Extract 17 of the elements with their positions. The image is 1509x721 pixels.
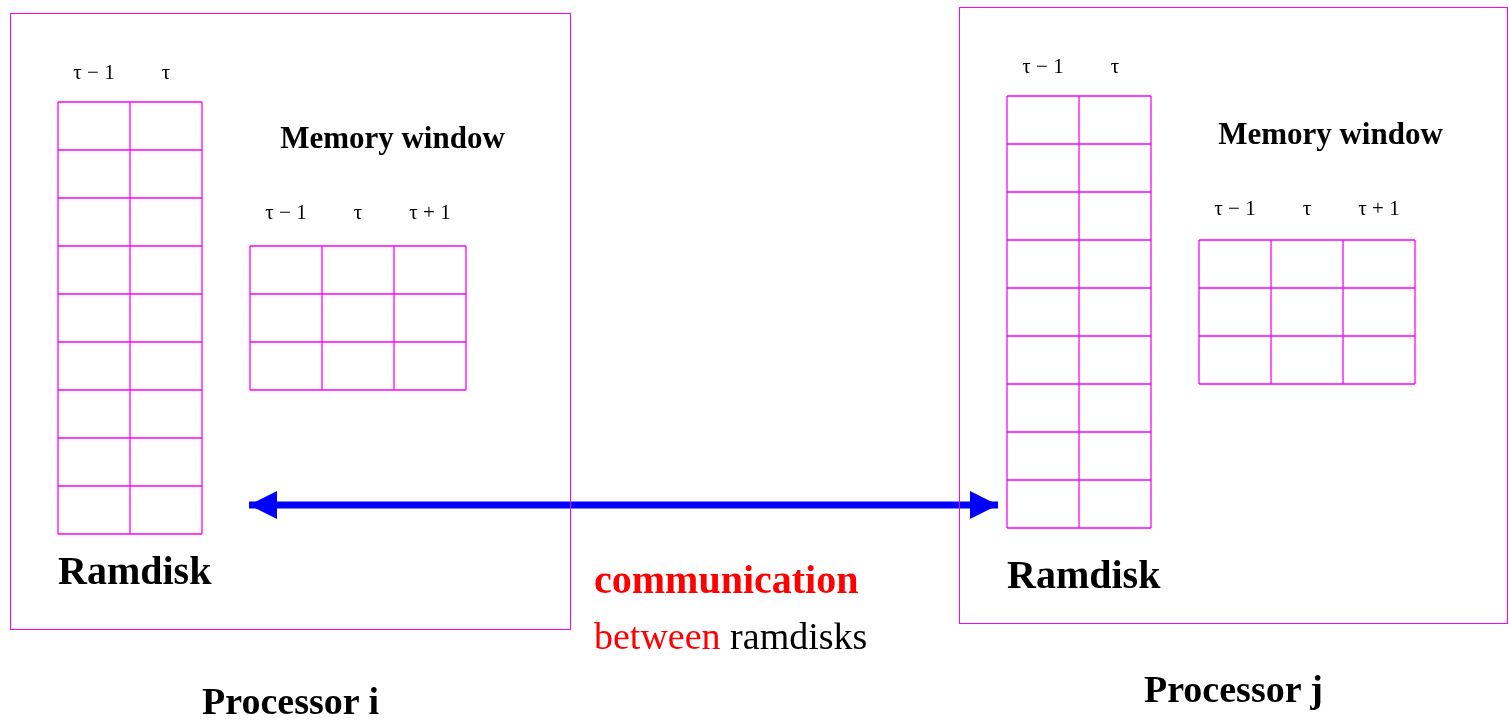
ramdisk-title: Ramdisk <box>1007 552 1161 598</box>
column-header: τ + 1 <box>1357 195 1401 222</box>
double-arrow <box>249 491 998 519</box>
column-header: τ − 1 <box>1021 53 1065 80</box>
column-header: τ − 1 <box>1213 195 1257 222</box>
column-header: τ <box>1109 53 1121 80</box>
ramdisk-title: Ramdisk <box>58 548 212 594</box>
column-header: τ <box>352 199 364 226</box>
processor-caption: Processor i <box>201 681 380 721</box>
processor-caption: Processor j <box>1142 669 1324 709</box>
column-header: τ <box>160 59 172 86</box>
column-header: τ − 1 <box>72 59 116 86</box>
column-header: τ − 1 <box>264 199 308 226</box>
memory-window-title: Memory window <box>279 119 506 157</box>
memory-window-title: Memory window <box>1217 115 1444 153</box>
column-header: τ <box>1301 195 1313 222</box>
column-header: τ + 1 <box>408 199 452 226</box>
